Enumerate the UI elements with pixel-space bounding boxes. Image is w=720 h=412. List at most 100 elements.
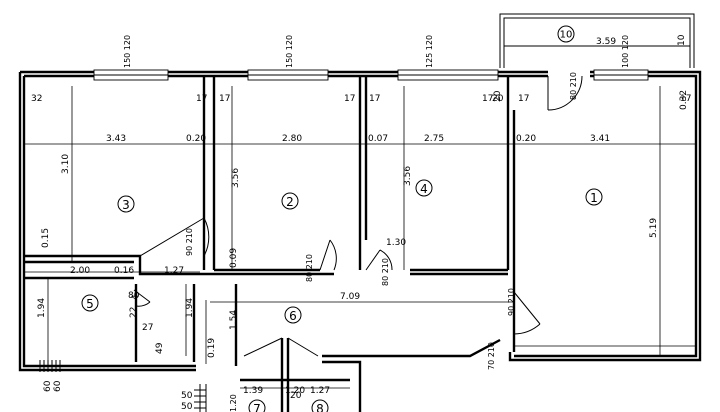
door-hall-swing [243,337,319,357]
door-balcony-swing [547,75,583,111]
dim-label: 7.09 [340,292,360,302]
room-marker [117,195,135,213]
room-10: 10 [557,25,575,43]
dim-label: 1.20 [229,394,238,412]
stairs [39,360,207,412]
dim-label: 20 [290,391,302,401]
dim-label: 3.56 [403,166,413,186]
dim-label: 2.80 [282,134,302,144]
room-1-number: 1 [590,191,598,205]
door-room2-swing [319,239,337,271]
room-marker [81,294,99,312]
dim-label: 17 [482,94,493,104]
dim-label: 0.09 [229,248,239,268]
door-spec: 70 210 [487,342,496,370]
door-room1-swing [513,291,541,335]
room-marker [585,188,603,206]
door-spec: 80 210 [305,254,314,282]
dim-label: 17 [369,94,380,104]
dimension-lines [24,86,696,389]
dim-label: 1.39 [243,386,263,396]
dim-label: 27 [142,323,153,333]
dim-label: 5.19 [649,218,659,238]
interior-walls [24,76,516,412]
room-4-number: 4 [420,182,428,196]
dim-label: 17 [518,94,529,104]
dim-label: 1.27 [164,266,184,276]
dim-label: 1.54 [229,310,239,330]
dim-label: 0.16 [114,266,134,276]
dim-label: 3.41 [590,134,610,144]
dim-label: 17 [680,94,691,104]
dim-label: 60 [43,380,53,392]
windows [93,69,649,81]
dim-label: 1.94 [185,298,195,318]
dim-label: 3.59 [596,37,616,47]
dim-label: 20 [493,90,503,102]
dim-label: 80 [128,291,140,301]
dim-label: 17 [196,94,207,104]
room-5-number: 5 [86,297,94,311]
room-2-number: 2 [286,195,294,209]
door-bath-swing [133,289,151,307]
dim-label: 50 [181,402,193,412]
door-spec: 80 210 [381,258,390,286]
room-marker [284,306,302,324]
dim-label: 0.20 [516,134,536,144]
dim-label: 22 [129,307,139,318]
dim-label: 1.94 [37,298,47,318]
room-marker [281,192,299,210]
dim-label: 0.15 [41,228,51,248]
dim-label: 4 [131,294,141,300]
door-room3-swing [139,217,210,257]
room-3-number: 3 [122,198,130,212]
window-spec: 100 120 [621,35,630,68]
room-marker [557,25,575,43]
door-room1b-swing [469,339,501,357]
vertical-labels: 3.10 3.56 3.56 5.19 1.94 1.94 1.54 0.15 … [37,34,689,412]
opening-labels: 150 120 150 120 125 120 100 120 80 210 9… [123,35,630,370]
dim-label: 0.32 [679,90,689,110]
dim-label: 2.75 [424,134,444,144]
dim-label: 1.30 [386,238,406,248]
dim-label: 0.07 [368,134,388,144]
dim-label: 0.19 [207,338,217,358]
room-7-number: 7 [253,402,261,412]
dim-label: 49 [155,342,165,354]
horizontal-labels: 3.43 0.20 2.80 0.07 2.75 0.20 3.41 3.59 … [31,37,691,412]
dim-label: 1.27 [310,386,330,396]
dim-label: 3.43 [106,134,126,144]
dim-label: 17 [344,94,355,104]
dim-label: 3.10 [61,154,71,174]
window-spec: 150 120 [123,35,132,68]
dim-label: 10 [677,34,687,46]
door-spec: 80 210 [569,72,578,100]
room-marker [415,179,433,197]
dim-label: 2.00 [70,266,90,276]
dim-label: 50 [181,391,193,401]
dim-label: 20 [492,94,504,104]
door-room4-swing [365,249,393,271]
door-spec: 90 210 [185,228,194,256]
room-2: 2 [281,192,299,210]
dim-label: 1.20 [285,386,305,396]
balcony-outline [499,13,695,68]
room-5: 5 [81,294,99,312]
dim-label: 17 [219,94,230,104]
dim-label: 32 [31,94,42,104]
window-spec: 150 120 [285,35,294,68]
room-8-number: 8 [316,402,324,412]
doors [133,75,583,357]
room-1: 1 [585,188,603,206]
dim-label: 0.20 [186,134,206,144]
room-marker [248,399,266,412]
room-4: 4 [415,179,433,197]
dim-label: 3.56 [231,168,241,188]
room-6-number: 6 [289,309,297,323]
room-7: 7 [248,399,266,412]
room-3: 3 [117,195,135,213]
door-spec: 90 210 [507,288,516,316]
window-spec: 125 120 [425,35,434,68]
dim-label: 60 [53,380,63,392]
